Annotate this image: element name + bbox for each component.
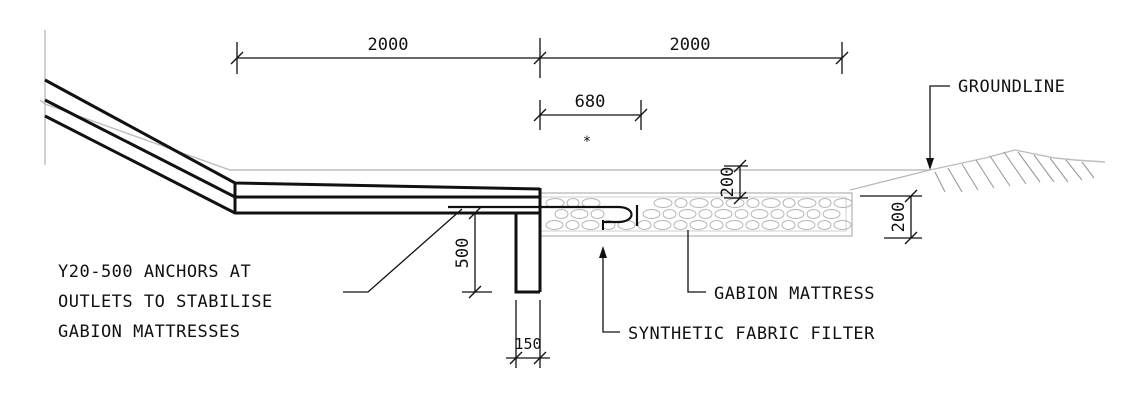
gabion-stone bbox=[797, 198, 817, 208]
gabion-stone bbox=[746, 198, 760, 208]
dim-150: 150 bbox=[514, 335, 541, 353]
gabion-stone bbox=[761, 198, 781, 208]
anchors-note-line-2: OUTLETS TO STABILISE bbox=[58, 292, 273, 312]
gabion-stone bbox=[833, 198, 853, 208]
gabion-stone bbox=[797, 220, 816, 230]
leader-lines bbox=[343, 85, 950, 333]
gabion-stone bbox=[545, 220, 564, 230]
dim-680: 680 bbox=[575, 92, 606, 112]
gabion-mattress bbox=[539, 192, 853, 237]
gabion-stone bbox=[734, 209, 749, 219]
gabion-stone bbox=[710, 198, 724, 208]
ground-profile bbox=[39, 30, 1106, 191]
star-mark: * bbox=[583, 134, 591, 150]
anchor-bar bbox=[448, 205, 639, 226]
gabion-stone bbox=[698, 209, 713, 219]
gabion-stone bbox=[822, 209, 841, 219]
dim-top-right: 2000 bbox=[670, 35, 711, 55]
gabion-stone bbox=[786, 209, 805, 219]
gabion-stone bbox=[642, 209, 661, 219]
gabion-stone bbox=[714, 209, 733, 219]
gabion-stone bbox=[674, 198, 688, 208]
gabion-stone bbox=[761, 220, 780, 230]
gabion-stone bbox=[581, 220, 600, 230]
gabion-stone bbox=[653, 220, 672, 230]
gabion-stone bbox=[817, 220, 832, 230]
dim-200-right: 200 bbox=[889, 202, 909, 233]
gabion-stone bbox=[565, 220, 580, 230]
anchors-note-line-1: Y20-500 ANCHORS AT bbox=[58, 262, 251, 282]
gabion-stone bbox=[637, 220, 652, 230]
gabion-stone bbox=[662, 209, 677, 219]
gabion-stone bbox=[673, 220, 688, 230]
concrete-apron bbox=[44, 78, 542, 294]
dim-500: 500 bbox=[453, 238, 473, 269]
gabion-stone bbox=[745, 220, 760, 230]
dim-200-left: 200 bbox=[718, 167, 738, 198]
groundline-label: GROUNDLINE bbox=[958, 77, 1065, 97]
dim-top-left: 2000 bbox=[368, 35, 409, 55]
gabion-stone bbox=[782, 198, 796, 208]
gabion-stone bbox=[709, 220, 724, 230]
gabion-stone bbox=[554, 209, 569, 219]
gabion-stone bbox=[818, 198, 832, 208]
gabion-mattress-label: GABION MATTRESS bbox=[714, 284, 875, 304]
ground-hatch bbox=[934, 151, 1095, 193]
gabion-stone bbox=[689, 198, 709, 208]
gabion-stone bbox=[689, 220, 708, 230]
dimension-lines bbox=[230, 38, 922, 368]
gabion-stone bbox=[590, 209, 605, 219]
gabion-stone bbox=[653, 198, 673, 208]
gabion-stone bbox=[781, 220, 796, 230]
fabric-filter-label: SYNTHETIC FABRIC FILTER bbox=[628, 324, 875, 344]
gabion-stone bbox=[570, 209, 589, 219]
gabion-stone bbox=[770, 209, 785, 219]
gabion-stone bbox=[806, 209, 821, 219]
gabion-stone bbox=[725, 220, 744, 230]
anchors-note-line-3: GABION MATTRESSES bbox=[58, 322, 241, 342]
gabion-stone bbox=[750, 209, 769, 219]
gabion-stones bbox=[545, 198, 853, 230]
gabion-stone bbox=[833, 220, 852, 230]
gabion-stone bbox=[678, 209, 697, 219]
